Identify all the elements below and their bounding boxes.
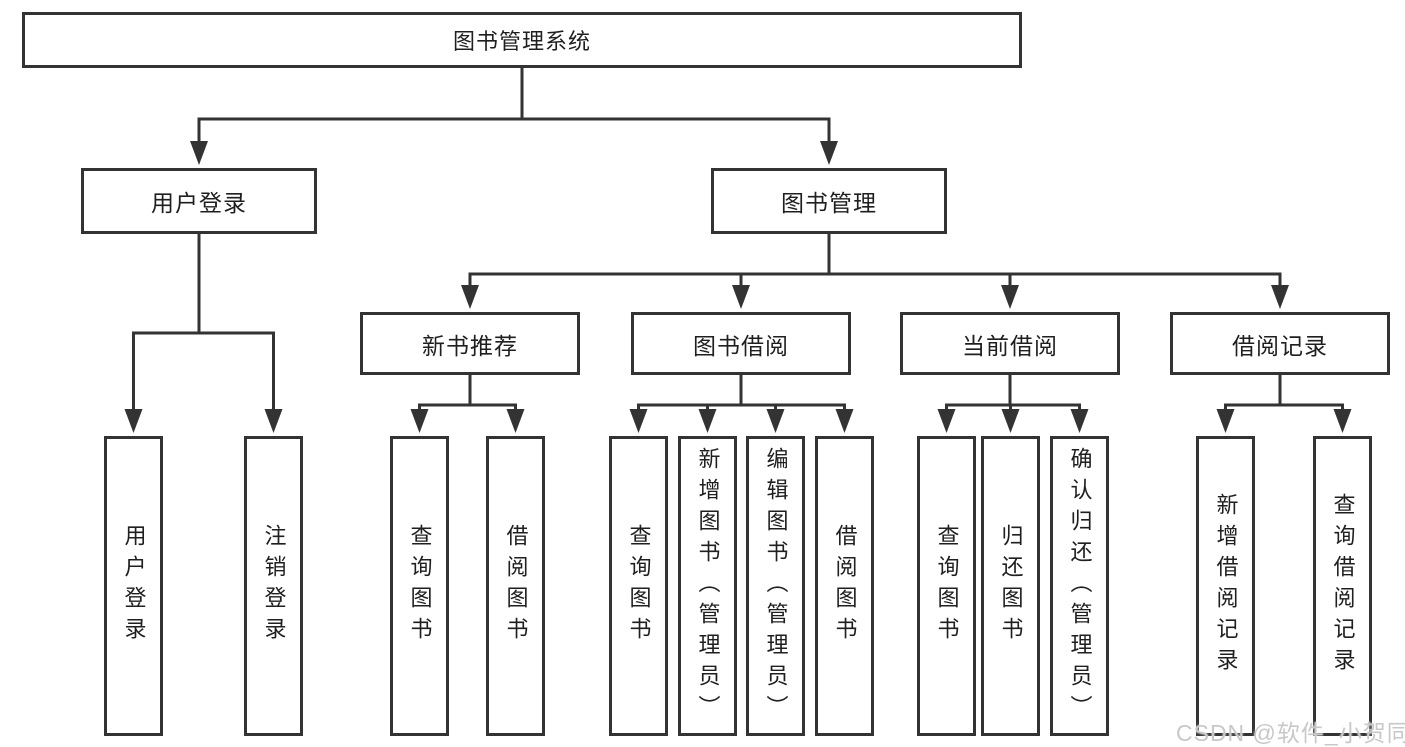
node-new-book-recommend: 新书推荐 [360,312,580,375]
node-book-borrow: 图书借阅 [631,312,851,375]
node-borrow-records: 借阅记录 [1170,312,1390,375]
leaf-edit-book-admin: 编辑图书（管理员） [746,436,805,736]
node-label: 确认归还（管理员） [1067,446,1093,726]
node-label: 借阅记录 [1232,332,1328,359]
leaf-logout: 注销登录 [244,436,303,736]
node-label: 当前借阅 [962,332,1058,359]
node-label: 借阅图书 [832,524,858,648]
leaf-query-books-recommend: 查询图书 [390,436,449,736]
leaf-add-borrow-record: 新增借阅记录 [1196,436,1255,736]
node-label: 查询图书 [407,524,433,648]
node-label: 编辑图书（管理员） [763,446,789,726]
node-label: 图书管理系统 [452,29,591,54]
leaf-return-book: 归还图书 [981,436,1040,736]
arrowheads [124,141,1352,433]
node-current-borrow: 当前借阅 [900,312,1120,375]
leaf-query-books-borrow: 查询图书 [609,436,668,736]
node-label: 图书管理 [781,190,877,216]
csdn-watermark: CSDN @软件_小贺同学 [1176,720,1405,746]
node-label: 查询图书 [934,524,960,648]
node-label: 用户登录 [121,524,147,648]
leaf-confirm-return-admin: 确认归还（管理员） [1050,436,1109,736]
leaf-user-login: 用户登录 [104,436,163,736]
node-label: 图书借阅 [693,332,789,359]
node-label: 借阅图书 [503,524,529,648]
leaf-borrow-books-recommend: 借阅图书 [486,436,545,736]
leaf-add-book-admin: 新增图书（管理员） [678,436,737,736]
node-system-root: 图书管理系统 [22,12,1022,68]
node-user-login: 用户登录 [81,168,317,234]
node-label: 注销登录 [261,524,287,648]
node-label: 查询借阅记录 [1330,493,1356,679]
node-label: 查询图书 [626,524,652,648]
node-label: 新书推荐 [422,332,518,359]
node-label: 新增图书（管理员） [695,446,721,726]
leaf-borrow-books: 借阅图书 [815,436,874,736]
node-label: 用户登录 [151,190,247,216]
leaf-query-books-current: 查询图书 [917,436,976,736]
node-label: 归还图书 [998,524,1024,648]
leaf-query-borrow-record: 查询借阅记录 [1313,436,1372,736]
node-label: 新增借阅记录 [1213,493,1239,679]
node-book-management: 图书管理 [711,168,947,234]
